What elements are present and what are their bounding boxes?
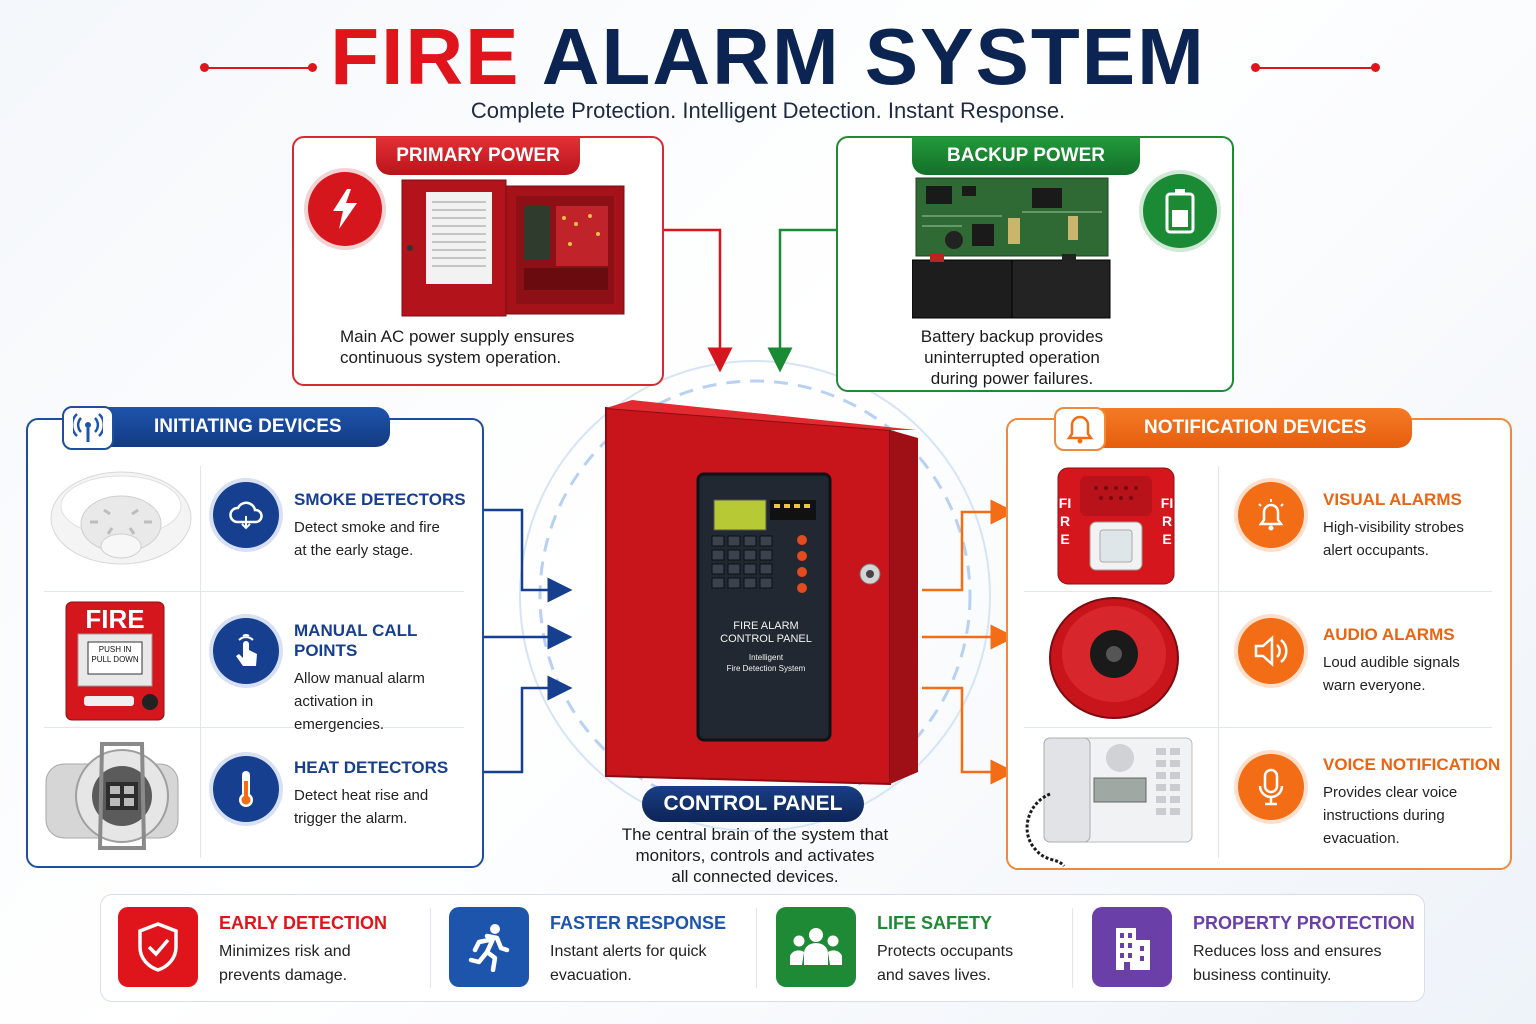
notification-item-visual: VISUAL ALARMS High-visibility strobes al… xyxy=(1323,490,1464,559)
divider xyxy=(430,908,431,988)
notification-arrow xyxy=(922,686,1016,785)
title-dot xyxy=(308,63,317,72)
initiating-devices-title: INITIATING DEVICES xyxy=(104,407,390,447)
strobe-illustration xyxy=(1057,467,1175,585)
title-dot xyxy=(1251,63,1260,72)
bell-icon xyxy=(1054,407,1106,451)
notification-item-voice: VOICE NOTIFICATION Provides clear voice … xyxy=(1323,755,1501,847)
primary-power-arrow xyxy=(664,228,733,373)
initiating-arrow xyxy=(484,675,573,774)
hand-press-icon xyxy=(213,618,279,684)
page-subtitle: Complete Protection. Intelligent Detecti… xyxy=(470,98,1066,123)
battery-icon xyxy=(1143,174,1217,248)
benefit-faster-response: FASTER RESPONSE Instant alerts for quick… xyxy=(550,913,727,984)
shield-check-icon xyxy=(118,907,198,987)
microphone-icon xyxy=(1238,754,1304,820)
speaker-icon xyxy=(1238,618,1304,684)
call-point-instruction: PUSH IN PULL DOWN xyxy=(91,645,139,664)
thermometer-icon xyxy=(213,756,279,822)
divider xyxy=(756,908,757,988)
divider xyxy=(1072,908,1073,988)
primary-power-desc: Main AC power supply ensures continuous … xyxy=(340,327,575,367)
notification-devices-title: NOTIFICATION DEVICES xyxy=(1094,408,1412,448)
page-title: FIRE ALARM SYSTEM xyxy=(0,12,1536,102)
smoke-detector-illustration xyxy=(50,471,192,565)
control-panel-desc: The central brain of the system that mon… xyxy=(621,825,889,886)
notification-item-audio: AUDIO ALARMS Loud audible signals warn e… xyxy=(1323,625,1460,694)
benefit-early-detection: EARLY DETECTION Minimizes risk and preve… xyxy=(219,913,388,984)
call-point-fire-label: FIRE xyxy=(85,604,145,634)
title-fire: FIRE xyxy=(330,12,521,101)
benefit-property-protection: PROPERTY PROTECTION Reduces loss and ens… xyxy=(1193,913,1415,984)
lightning-bolt-icon xyxy=(308,172,382,246)
cloud-detector-icon xyxy=(213,482,279,548)
strobe-letters-left: FIRE xyxy=(1058,495,1072,547)
benefit-life-safety: LIFE SAFETY Protects occupants and saves… xyxy=(877,913,1014,984)
voice-station-illustration xyxy=(1025,737,1193,868)
benefits-bar xyxy=(100,894,1425,1002)
initiating-item-heat: HEAT DETECTORS Detect heat rise and trig… xyxy=(294,758,449,827)
people-group-icon xyxy=(776,907,856,987)
manual-call-point-illustration xyxy=(65,601,165,721)
divider xyxy=(1024,727,1492,728)
running-person-icon xyxy=(449,907,529,987)
backup-battery-board-illustration xyxy=(912,177,1111,319)
control-panel-illustration xyxy=(605,400,918,786)
panel-faceplate-text: FIRE ALARM CONTROL PANEL Intelligent Fir… xyxy=(720,620,812,673)
divider xyxy=(200,466,201,858)
strobe-bell-icon xyxy=(1238,482,1304,548)
backup-power-title: BACKUP POWER xyxy=(912,137,1140,175)
strobe-letters-right: FIRE xyxy=(1160,495,1174,547)
heat-detector-illustration xyxy=(45,742,179,850)
building-icon xyxy=(1092,907,1172,987)
divider xyxy=(1024,591,1492,592)
title-dot xyxy=(1371,63,1380,72)
title-divider-left xyxy=(205,67,313,69)
divider xyxy=(44,591,464,592)
primary-power-title: PRIMARY POWER xyxy=(376,137,580,175)
power-supply-cabinet-illustration xyxy=(401,179,625,317)
control-panel-label: CONTROL PANEL xyxy=(642,786,864,822)
divider xyxy=(1218,466,1219,858)
backup-power-arrow xyxy=(767,228,836,373)
title-divider-right xyxy=(1256,67,1376,69)
title-dot xyxy=(200,63,209,72)
initiating-arrow xyxy=(484,508,573,603)
initiating-item-call-points: MANUAL CALL POINTS Allow manual alarm ac… xyxy=(294,621,425,733)
divider xyxy=(44,727,464,728)
initiating-item-smoke: SMOKE DETECTORS Detect smoke and fire at… xyxy=(294,490,466,559)
glow-ring xyxy=(519,360,991,832)
title-rest: ALARM SYSTEM xyxy=(541,12,1206,101)
backup-power-desc: Battery backup provides uninterrupted op… xyxy=(920,327,1104,388)
alarm-bell-illustration xyxy=(1049,597,1179,719)
antenna-signal-icon xyxy=(62,406,114,450)
notification-arrow xyxy=(922,499,1016,592)
